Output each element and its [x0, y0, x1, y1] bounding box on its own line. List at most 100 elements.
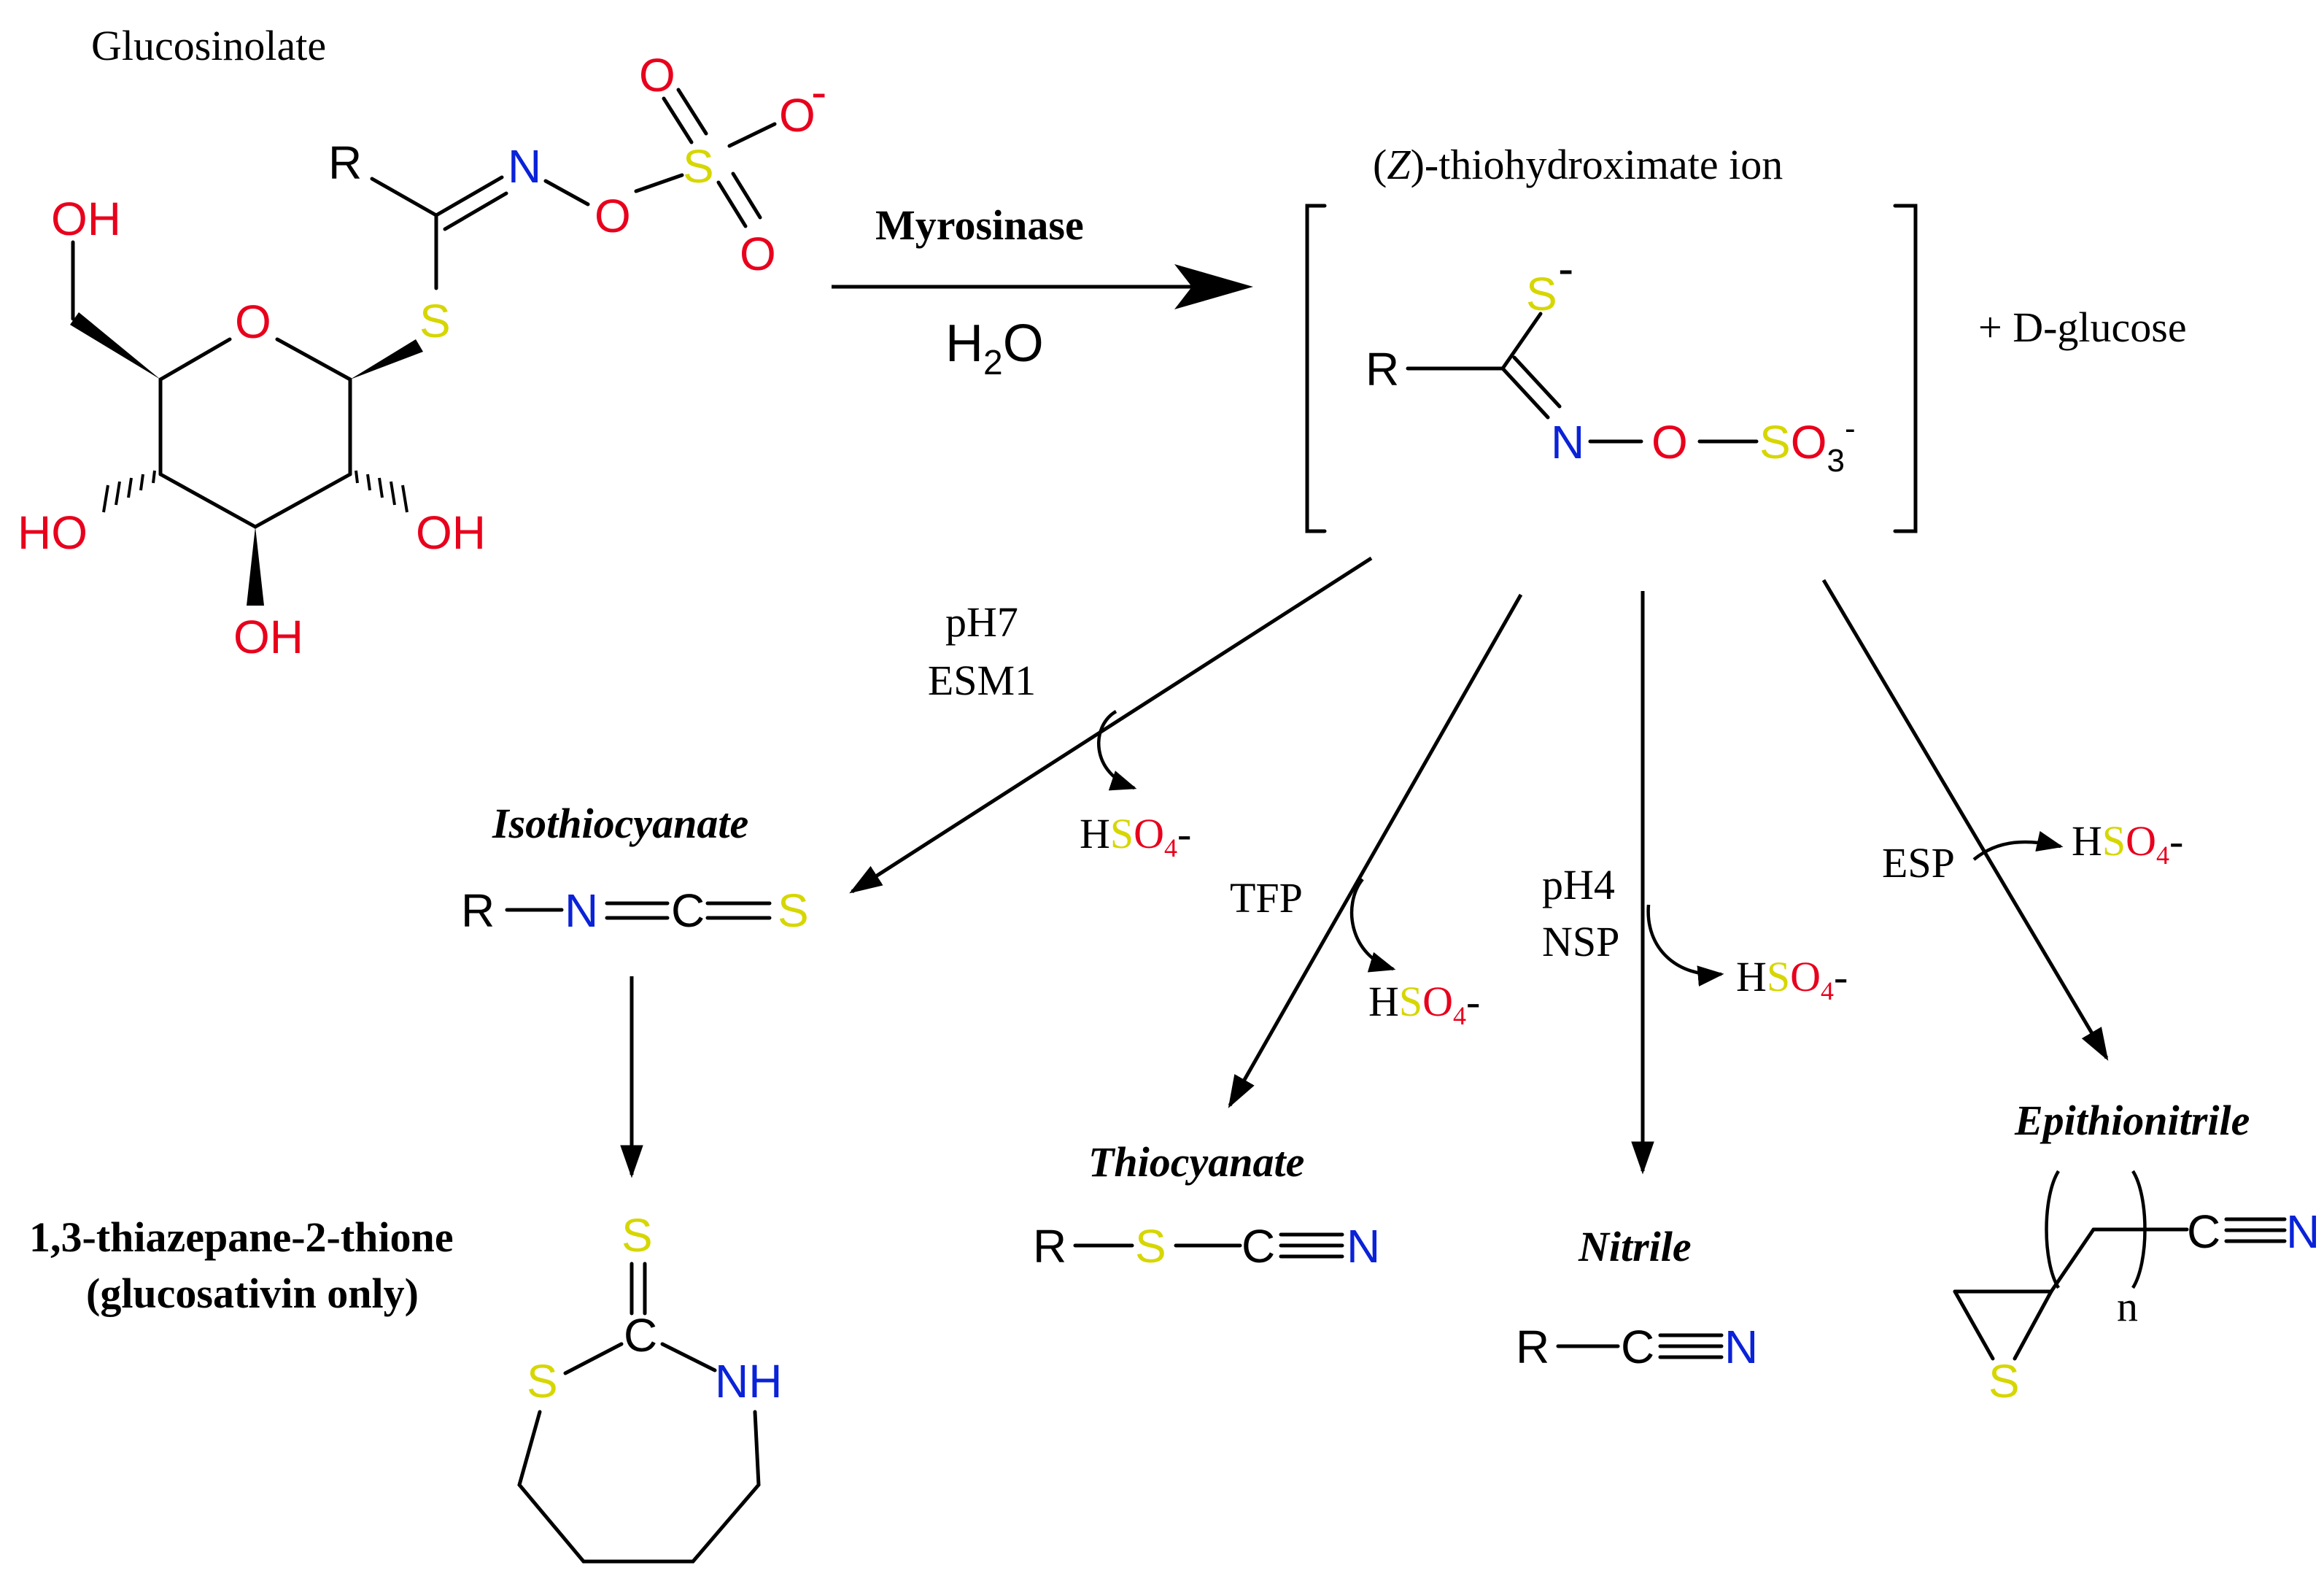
atom-o-top: O — [639, 49, 675, 101]
cofactor-label: H2O — [945, 314, 1044, 382]
atom-c: C — [671, 884, 705, 937]
condition-tfp: TFP — [1230, 874, 1303, 922]
bond-s-o-top-2 — [676, 88, 708, 136]
atom-r: R — [328, 136, 362, 189]
arrow-to-thiocyanate — [1228, 593, 1523, 1108]
atom-s-ring: S — [527, 1355, 558, 1408]
curved-arrow-hso4-2 — [1349, 878, 1396, 973]
bond-o-s — [634, 173, 684, 193]
hash-c4-ho — [102, 470, 156, 513]
bond-c3-c4 — [158, 472, 257, 529]
nitrile-branch: pH4 NSP HSO4- Nitrile R C N — [1516, 591, 1848, 1373]
atom-c: C — [1621, 1321, 1654, 1373]
atom-r: R — [461, 884, 495, 937]
atom-s: S — [1988, 1355, 2020, 1408]
intermediate-title: (Z)-thiohydroximate ion — [1373, 141, 1783, 188]
atom-n: N — [1724, 1321, 1758, 1373]
bond-s-o-top-1 — [662, 96, 694, 144]
bond-c-n-ring — [660, 1342, 717, 1372]
bond-ring-ch2 — [2049, 1227, 2096, 1294]
atom-s-top: S — [621, 1209, 653, 1262]
atom-c: C — [2187, 1205, 2220, 1258]
bond-c-n-2 — [443, 191, 508, 231]
epithionitrile-branch: ESP HSO4- Epithionitrile C N n S — [1821, 579, 2320, 1408]
condition-esm1: ESM1 — [928, 657, 1036, 704]
atom-o-minus: O — [779, 89, 816, 142]
group-so3: SO3- — [1759, 411, 1856, 479]
bond-s-ominus — [727, 122, 777, 148]
bond-s-o-bottom-1 — [716, 180, 748, 228]
hash-c2-oh — [355, 470, 408, 513]
atom-ho-left: HO — [18, 506, 88, 559]
bond-r-c — [370, 177, 438, 217]
repeat-n: n — [2117, 1283, 2138, 1330]
atom-s: S — [778, 884, 809, 937]
nitrile-name: Nitrile — [1578, 1223, 1692, 1270]
bond-c-n-2 — [1512, 355, 1562, 409]
bond-oring-c5 — [158, 337, 232, 382]
atom-oh-right: OH — [416, 506, 486, 559]
hso4-product-1: HSO4- — [1080, 810, 1191, 862]
bond-c-s — [1500, 312, 1543, 371]
glucosinolate-structure: Glucosinolate — [18, 22, 826, 663]
atom-r: R — [1033, 1220, 1066, 1273]
bond-n-o — [543, 179, 590, 206]
wedge-s-c1 — [350, 339, 423, 379]
charge-minus: - — [811, 66, 826, 118]
hso4-product-4: HSO4- — [2072, 817, 2183, 870]
thiocyanate-branch: TFP HSO4- Thiocyanate R S C N — [1033, 593, 1523, 1273]
wedge-c3-oh — [247, 527, 264, 606]
atom-n: N — [2286, 1205, 2320, 1258]
glucosinolate-title: Glucosinolate — [91, 22, 326, 69]
bond-c-n-1 — [434, 175, 504, 217]
atom-o-bottom: O — [740, 228, 776, 280]
curved-arrow-hso4-1 — [1097, 710, 1137, 791]
atom-oh-bottom: OH — [233, 611, 303, 663]
curved-arrow-hso4-3 — [1646, 904, 1724, 987]
atom-o-link: O — [594, 190, 631, 242]
thiazepane-name-line2: (glucosativin only) — [86, 1270, 419, 1317]
atom-s: S — [1526, 268, 1557, 320]
condition-esp: ESP — [1882, 839, 1955, 887]
bond-s-o-bottom-2 — [731, 171, 762, 220]
bond-c-s-ring — [563, 1342, 624, 1375]
atom-oh-ch2: OH — [51, 193, 121, 245]
atom-o: O — [1651, 416, 1688, 468]
arrow-to-isothiocyanate — [849, 556, 1373, 894]
ring-chain — [517, 1410, 761, 1564]
epithionitrile-name: Epithionitrile — [2014, 1097, 2250, 1144]
bracket-right — [1893, 204, 1918, 533]
bond-c1-oring — [275, 337, 352, 382]
thiocyanate-name: Thiocyanate — [1088, 1138, 1304, 1186]
atom-r: R — [1366, 343, 1399, 395]
wedge-c5-ch2 — [70, 312, 160, 379]
atom-c: C — [624, 1309, 657, 1362]
bond-thiirane-right — [2013, 1289, 2053, 1361]
main-arrow-head — [1174, 264, 1253, 309]
charge-s: - — [1558, 242, 1573, 295]
hso4-product-3: HSO4- — [1736, 953, 1848, 1005]
isothiocyanate-branch: pH7 ESM1 HSO4- Isothiocyanate R N C S — [461, 556, 1373, 1178]
atom-s-sulfo: S — [683, 140, 714, 193]
atom-n: N — [1551, 416, 1584, 468]
atom-n: N — [508, 140, 541, 193]
atom-nh: NH — [715, 1355, 782, 1408]
bracket-left — [1305, 204, 1327, 533]
atom-n: N — [565, 884, 598, 937]
atom-s: S — [1135, 1220, 1166, 1273]
thiazepane-structure: 1,3-thiazepane-2-thione (glucosativin on… — [29, 1209, 782, 1564]
atom-s-thio: S — [419, 295, 451, 347]
myrosinase-step: Myrosinase H2O — [832, 201, 1253, 382]
byproduct-glucose: + D-glucose — [1978, 304, 2187, 351]
curved-arrow-hso4-4 — [1972, 830, 2064, 861]
enzyme-label: Myrosinase — [875, 201, 1084, 249]
atom-n: N — [1347, 1220, 1380, 1273]
bond-c2-c3 — [253, 472, 352, 529]
bond-thiirane-left — [1953, 1289, 1995, 1361]
atom-r: R — [1516, 1321, 1549, 1373]
thiazepane-name-line1: 1,3-thiazepane-2-thione — [29, 1213, 454, 1261]
atom-o-ring: O — [235, 296, 271, 348]
arrow-to-epithionitrile — [1821, 579, 2109, 1061]
bond-c-n-1 — [1500, 366, 1550, 420]
